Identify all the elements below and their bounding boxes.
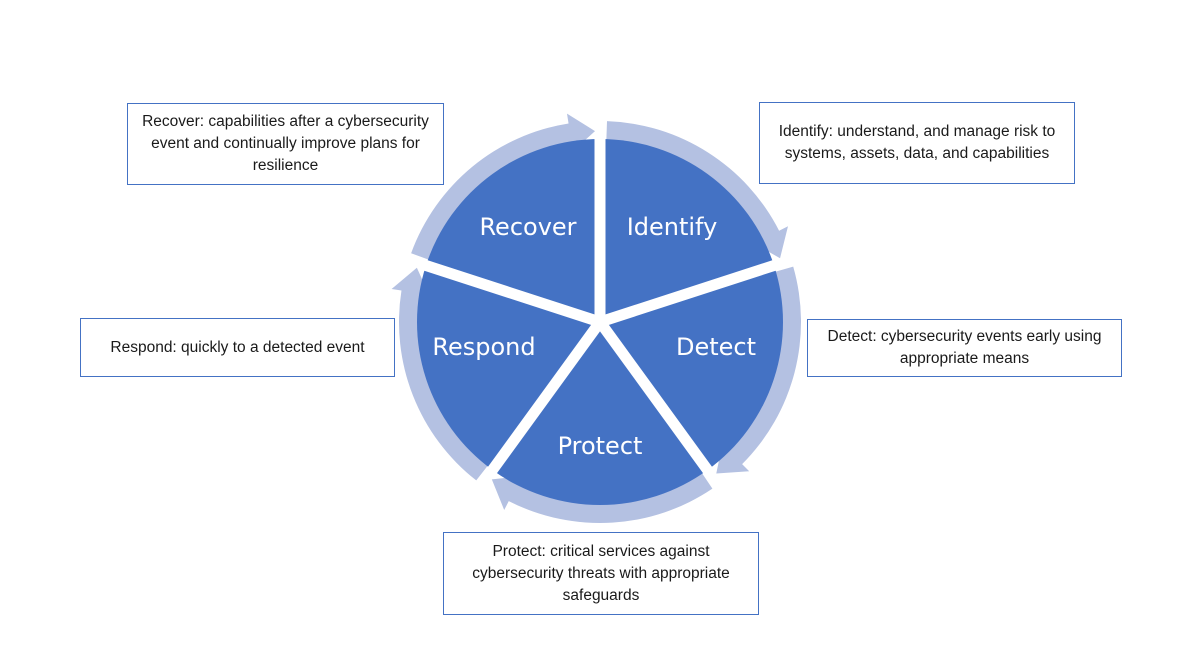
respond-description-box: Respond: quickly to a detected event — [80, 318, 395, 377]
arrow-protect — [491, 472, 713, 523]
arrow-respond — [391, 267, 489, 481]
wedge-separators — [420, 135, 780, 477]
recover-description-box: Recover: capabilities after a cybersecur… — [127, 103, 444, 185]
wedge-label-protect: Protect — [558, 432, 643, 460]
identify-description-box: Identify: understand, and manage risk to… — [759, 102, 1075, 184]
separator-protect — [595, 318, 715, 477]
separator-detect — [598, 258, 780, 328]
wedge-label-respond: Respond — [432, 333, 535, 361]
separator-respond — [485, 318, 605, 477]
wedge-respond — [417, 265, 600, 471]
wedge-label-detect: Detect — [676, 333, 756, 361]
wedge-label-identify: Identify — [627, 213, 718, 241]
protect-description-box: Protect: critical services against cyber… — [443, 532, 759, 615]
wedge-label-recover: Recover — [479, 213, 576, 241]
separator-recover — [420, 258, 602, 328]
arrow-recover — [411, 113, 596, 261]
wedge-detect — [600, 265, 783, 471]
detect-description-box: Detect: cybersecurity events early using… — [807, 319, 1122, 377]
wedge-protect — [492, 322, 708, 506]
arrow-identify — [606, 121, 789, 259]
